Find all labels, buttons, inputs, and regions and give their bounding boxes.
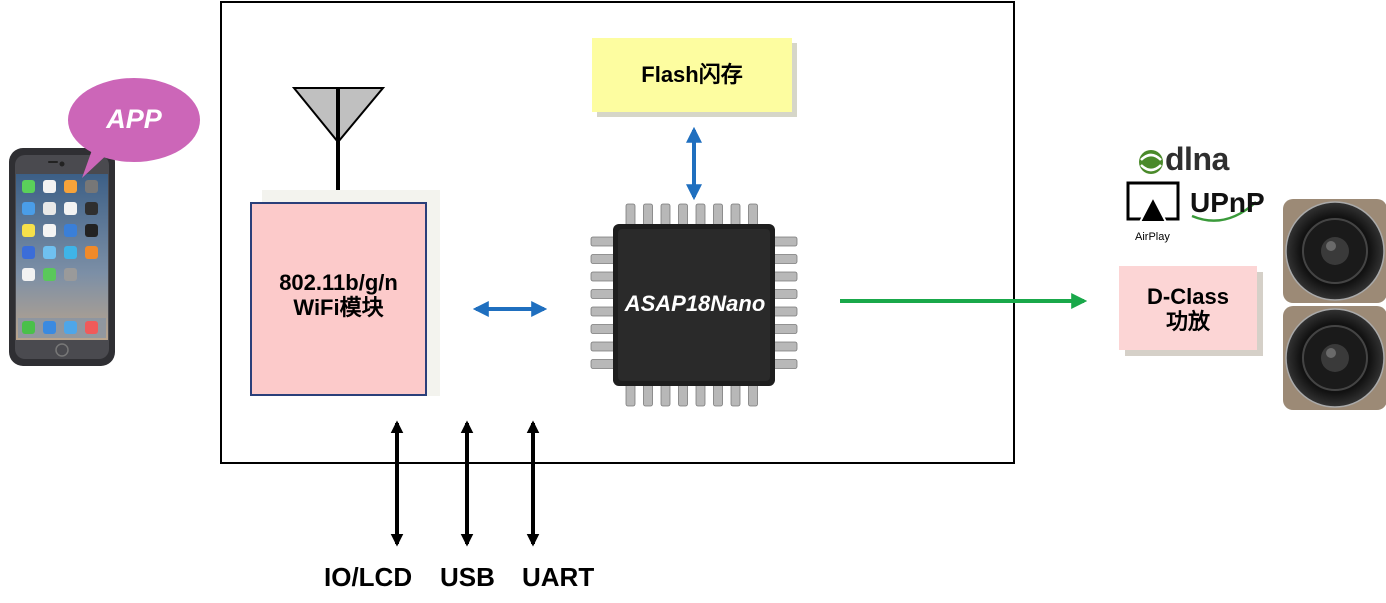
chip-pin bbox=[590, 359, 616, 369]
chip-pin bbox=[730, 383, 741, 407]
chip-pin bbox=[678, 203, 688, 227]
upnp-label: UPnP bbox=[1190, 187, 1265, 218]
chip-pin bbox=[625, 383, 636, 407]
chip-label: ASAP18Nano bbox=[624, 291, 766, 316]
flash-box bbox=[592, 38, 792, 112]
chip-pin bbox=[660, 383, 671, 407]
wifi-module-line1: 802.11b/g/n bbox=[279, 270, 398, 295]
chip-pin bbox=[590, 341, 616, 352]
chip-pin bbox=[748, 383, 758, 407]
chip-pin bbox=[660, 203, 671, 227]
amplifier-box bbox=[1119, 266, 1257, 350]
chip-pin bbox=[695, 203, 706, 227]
chip-pin bbox=[695, 383, 706, 407]
chip-pin bbox=[590, 236, 616, 247]
chip-pin bbox=[590, 324, 616, 334]
dlna-label: dlna bbox=[1165, 141, 1229, 177]
wifi-module-line2: WiFi模块 bbox=[293, 295, 384, 321]
flash-label: Flash闪存 bbox=[641, 62, 743, 87]
wifi-module-label: 802.11b/g/n WiFi模块 bbox=[251, 270, 426, 321]
chip-pin bbox=[772, 359, 798, 369]
wifi-module-box bbox=[250, 202, 427, 396]
chip-pin bbox=[643, 203, 653, 227]
speaker-icon bbox=[1283, 306, 1386, 410]
app-label: APP bbox=[106, 104, 162, 134]
usb-label: USB bbox=[440, 562, 495, 592]
chip-pin bbox=[772, 236, 798, 247]
speaker-icon bbox=[1283, 199, 1386, 303]
chip-pin bbox=[713, 203, 723, 227]
chip-pin bbox=[713, 383, 723, 407]
app-speech-bubble bbox=[68, 78, 200, 178]
uart-label: UART bbox=[522, 562, 595, 592]
airplay-icon bbox=[1126, 181, 1180, 223]
chip-pin bbox=[772, 271, 798, 282]
chip-pin bbox=[625, 203, 636, 227]
chip-pin bbox=[730, 203, 741, 227]
chip-pin bbox=[678, 383, 688, 407]
airplay-label: AirPlay bbox=[1135, 231, 1170, 243]
app-icons bbox=[18, 180, 106, 338]
chip-pin bbox=[643, 383, 653, 407]
amplifier-label: D-Class 功放 bbox=[1119, 284, 1257, 335]
chip-pin bbox=[748, 203, 758, 227]
antenna-icon bbox=[291, 87, 386, 205]
chip-pin bbox=[772, 254, 798, 264]
chip-pin bbox=[772, 341, 798, 352]
smartphone-icon bbox=[9, 148, 115, 366]
amplifier-line1: D-Class bbox=[1147, 284, 1229, 309]
chip-pin bbox=[590, 254, 616, 264]
amplifier-line2: 功放 bbox=[1165, 309, 1210, 335]
chip-pin bbox=[772, 324, 798, 334]
io-lcd-label: IO/LCD bbox=[324, 562, 413, 592]
chip-icon bbox=[590, 203, 798, 407]
upnp-swoosh-icon bbox=[1191, 201, 1257, 222]
chip-pin bbox=[590, 271, 616, 282]
dlna-logo-icon bbox=[1139, 150, 1163, 174]
